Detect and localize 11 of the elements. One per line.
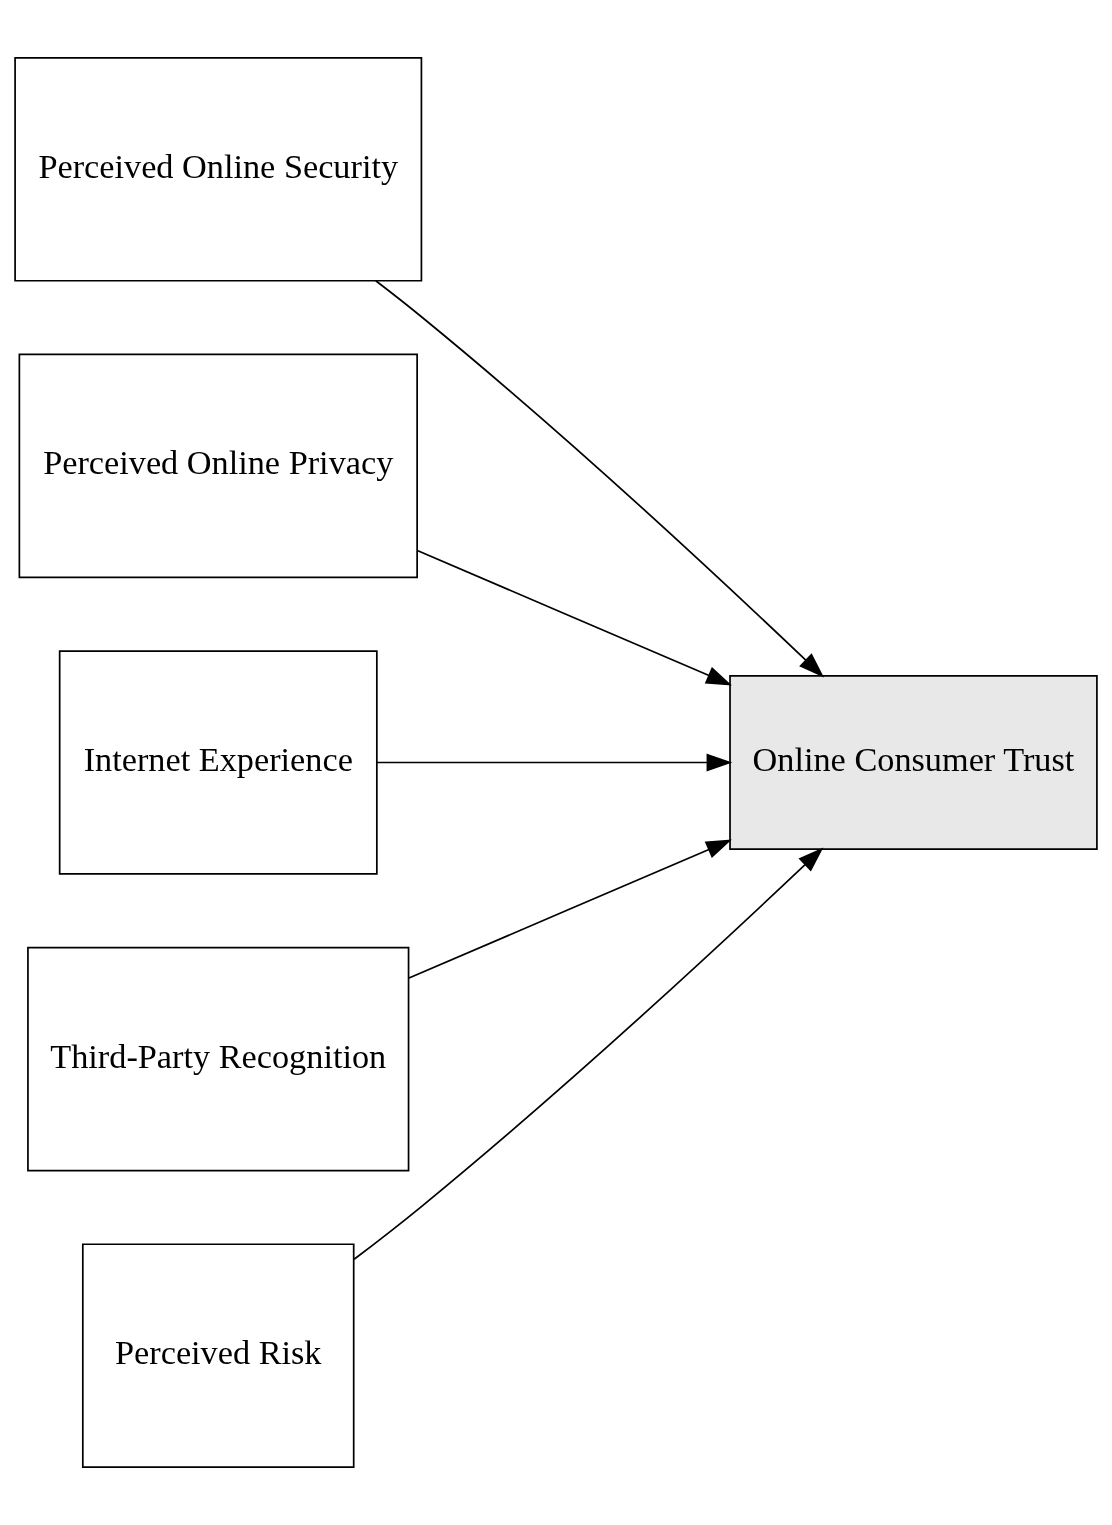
arrow	[353, 847, 824, 1261]
node-box: Perceived Online Security	[14, 57, 423, 282]
node-box: Internet Experience	[58, 650, 378, 875]
node-box: Perceived Online Privacy	[18, 353, 418, 579]
arrow	[374, 279, 824, 678]
node-box: Perceived Risk	[81, 1243, 355, 1468]
node-box: Third-Party Recognition	[27, 946, 410, 1172]
arrow	[416, 549, 732, 686]
arrow	[408, 839, 732, 979]
arrow	[376, 753, 733, 772]
node-box: Online Consumer Trust	[729, 675, 1098, 850]
